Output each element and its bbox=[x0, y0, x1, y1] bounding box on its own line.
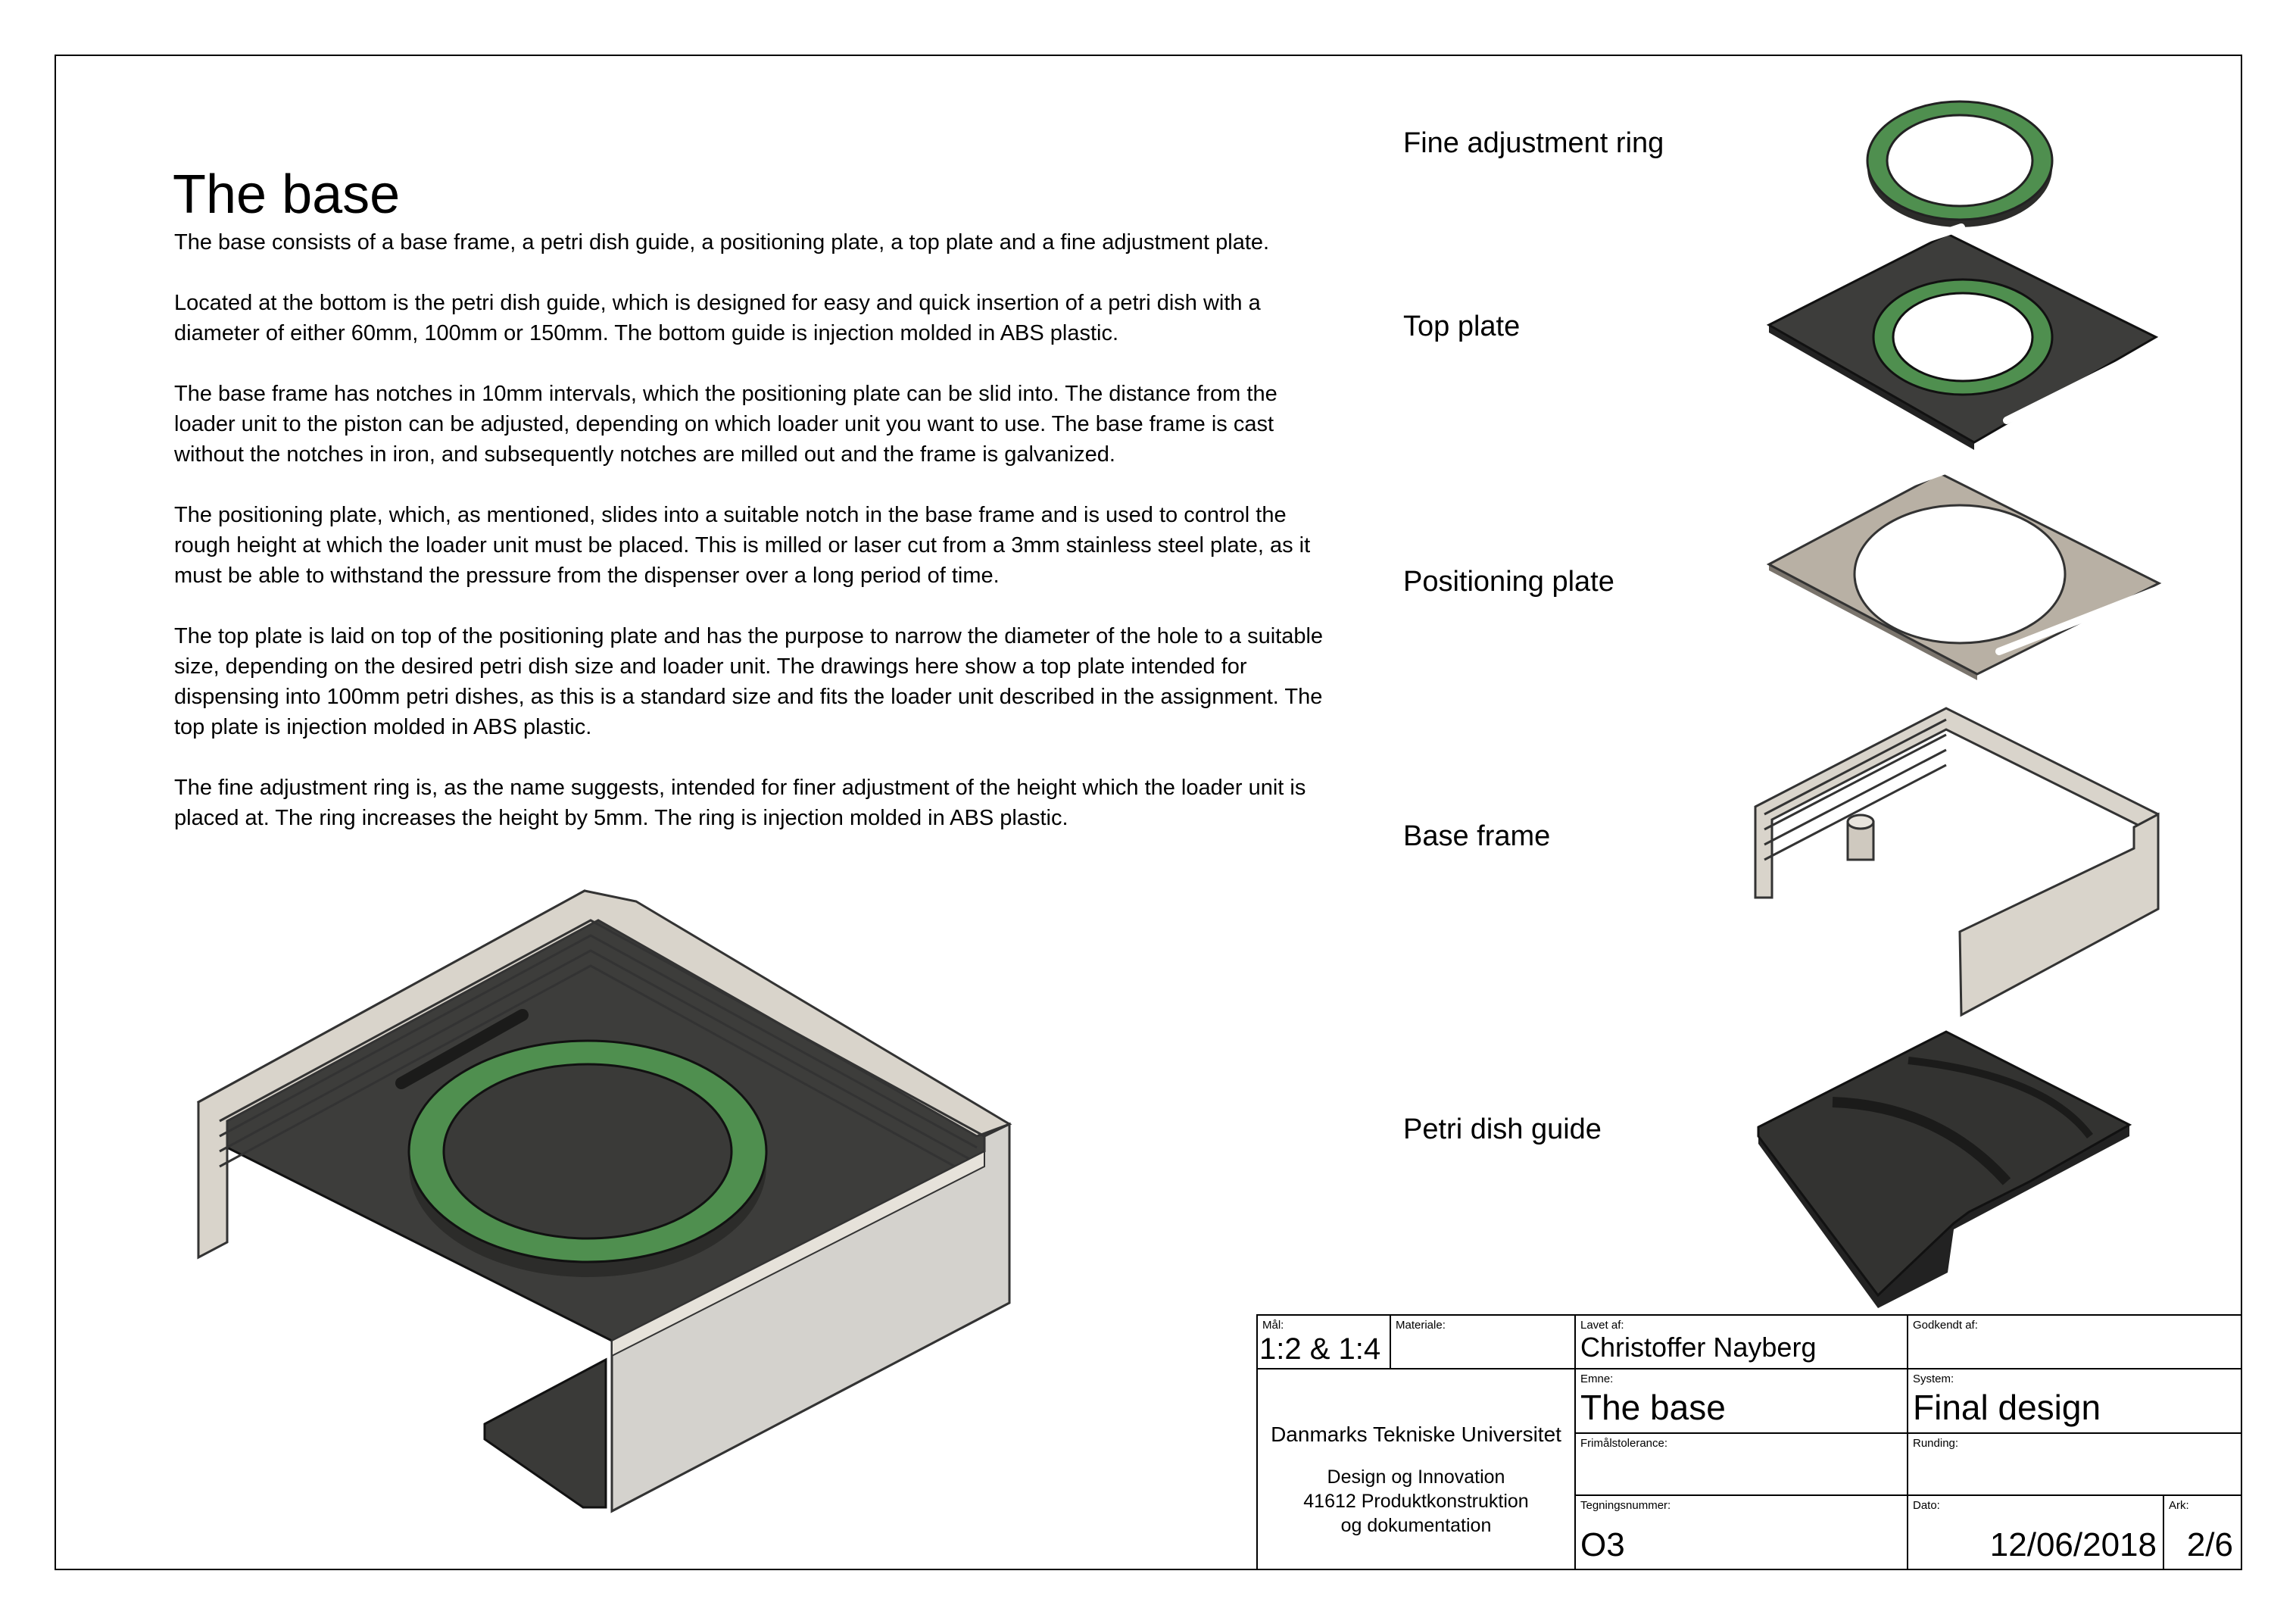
drawing-number-cell: Tegningsnummer: O3 bbox=[1574, 1494, 1908, 1570]
system-label: System: bbox=[1913, 1373, 1954, 1385]
author-label: Lavet af: bbox=[1580, 1319, 1624, 1332]
description: The base consists of a base frame, a pet… bbox=[174, 227, 1325, 864]
fine-ring-drawing bbox=[1866, 100, 2054, 227]
date-value: 12/06/2018 bbox=[1989, 1526, 2157, 1563]
date-label: Dato: bbox=[1913, 1499, 1940, 1512]
author-value: Christoffer Nayberg bbox=[1580, 1332, 1817, 1363]
material-label: Materiale: bbox=[1396, 1319, 1446, 1332]
top-plate-drawing bbox=[1766, 223, 2159, 450]
material-cell: Materiale: bbox=[1390, 1314, 1576, 1369]
scale-label: Mål: bbox=[1262, 1319, 1284, 1332]
author-cell: Lavet af: Christoffer Nayberg bbox=[1574, 1314, 1908, 1369]
rounding-label: Runding: bbox=[1913, 1437, 1959, 1450]
label-fine-ring: Fine adjustment ring bbox=[1403, 127, 1664, 159]
paragraph: The base consists of a base frame, a pet… bbox=[174, 230, 1270, 255]
label-base-frame: Base frame bbox=[1403, 820, 1551, 852]
dept-line-2: 41612 Produktkonstruktion bbox=[1303, 1491, 1529, 1512]
dept-line-3: og dokumentation bbox=[1340, 1515, 1492, 1536]
title-block: Mål: 1:2 & 1:4 Materiale: Lavet af: Chri… bbox=[1256, 1314, 2242, 1570]
rounding-cell: Runding: bbox=[1907, 1432, 2242, 1496]
tolerance-label: Frimålstolerance: bbox=[1580, 1437, 1668, 1450]
dept-line-1: Design og Innovation bbox=[1327, 1466, 1505, 1488]
sheet-label: Ark: bbox=[2169, 1499, 2189, 1512]
approved-cell: Godkendt af: bbox=[1907, 1314, 2242, 1369]
subject-label: Emne: bbox=[1580, 1373, 1614, 1385]
page-title: The base bbox=[173, 164, 401, 225]
label-positioning-plate: Positioning plate bbox=[1403, 566, 1614, 598]
sheet-value: 2/6 bbox=[2186, 1526, 2233, 1563]
paragraph: The top plate is laid on top of the posi… bbox=[174, 624, 1324, 739]
tolerance-cell: Frimålstolerance: bbox=[1574, 1432, 1908, 1496]
paragraph: Located at the bottom is the petri dish … bbox=[174, 291, 1261, 345]
base-frame-drawing bbox=[1754, 707, 2160, 1017]
paragraph: The base frame has notches in 10mm inter… bbox=[174, 382, 1277, 467]
drawing-frame bbox=[55, 55, 2242, 1570]
subject-cell: Emne: The base bbox=[1574, 1368, 1908, 1434]
scale-cell: Mål: 1:2 & 1:4 bbox=[1256, 1314, 1391, 1369]
assembly-drawing bbox=[197, 889, 1012, 1513]
institution-cell: Danmarks Tekniske Universitet Design og … bbox=[1256, 1368, 1576, 1570]
approved-label: Godkendt af: bbox=[1913, 1319, 1978, 1332]
system-value: Final design bbox=[1913, 1388, 2101, 1427]
system-cell: System: Final design bbox=[1907, 1368, 2242, 1434]
drawing-number-value: O3 bbox=[1580, 1526, 1625, 1563]
label-petri-guide: Petri dish guide bbox=[1403, 1113, 1602, 1145]
date-cell: Dato: 12/06/2018 bbox=[1907, 1494, 2164, 1570]
drawing-number-label: Tegningsnummer: bbox=[1580, 1499, 1671, 1512]
subject-value: The base bbox=[1580, 1388, 1726, 1427]
paragraph: The fine adjustment ring is, as the name… bbox=[174, 776, 1306, 830]
scale-value: 1:2 & 1:4 bbox=[1259, 1332, 1381, 1366]
institution-name: Danmarks Tekniske Universitet bbox=[1271, 1423, 1561, 1446]
positioning-plate-drawing bbox=[1766, 462, 2162, 680]
paragraph: The positioning plate, which, as mention… bbox=[174, 503, 1311, 588]
sheet-cell: Ark: 2/6 bbox=[2163, 1494, 2242, 1570]
label-top-plate: Top plate bbox=[1403, 311, 1521, 342]
petri-guide-drawing bbox=[1757, 1030, 2132, 1308]
